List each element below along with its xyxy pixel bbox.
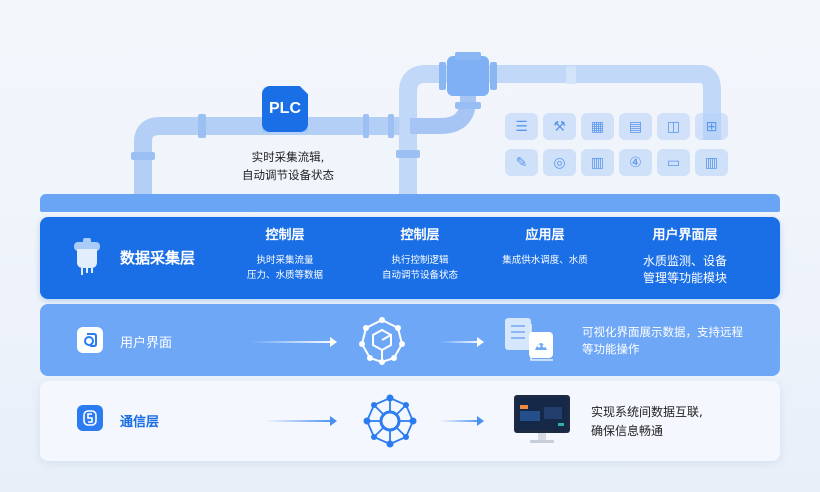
communication-icon <box>77 405 103 431</box>
column-heading: 用户界面层 <box>652 228 718 243</box>
cube-network-icon <box>359 317 405 365</box>
document-list-icon: ☰ <box>505 113 538 140</box>
device-icon-grid: ☰⚒▦▤◫⊞✎◎▥④▭▥ <box>505 113 728 176</box>
description-line: 确保信息畅通 <box>591 424 664 438</box>
layer-title: 用户界面 <box>120 336 173 351</box>
column-desc: 压力、水质等数据 <box>246 270 323 281</box>
layer-description: 可视化界面展示数据，支持远程 等功能操作 <box>582 324 782 358</box>
plc-label: PLC <box>269 100 301 117</box>
column-heading: 应用层 <box>525 228 565 243</box>
valve-body <box>447 56 489 96</box>
flange <box>388 114 394 138</box>
flange <box>396 150 420 158</box>
layer-column: 控制层 执时采集流量 压力、水质等数据 <box>220 227 350 283</box>
wrench-icon: ✎ <box>505 149 538 176</box>
hub-network-icon <box>363 394 417 448</box>
layer-title: 数据采集层 <box>120 249 196 267</box>
description-line: 等功能操作 <box>582 342 640 356</box>
monitor-dashboard-icon <box>514 395 570 443</box>
building-icon: ▥ <box>695 149 728 176</box>
plc-caption-line: 自动调节设备状态 <box>242 168 334 182</box>
flange <box>198 114 206 138</box>
user-interface-icon <box>77 327 103 353</box>
description-line: 可视化界面展示数据，支持远程 <box>582 325 743 339</box>
flow-arrow <box>440 416 484 426</box>
bag-icon: ⊞ <box>695 113 728 140</box>
column-desc: 管理等功能模块 <box>642 271 727 285</box>
communication-layer: 通信层 实现系统间数据互联, <box>40 381 780 461</box>
valve-flange-right <box>490 62 497 90</box>
camera-icon: ◎ <box>543 149 576 176</box>
column-desc: 执行控制逻辑 <box>391 255 449 266</box>
plc-caption-line: 实时采集流辑, <box>251 150 325 164</box>
valve-bottom <box>455 102 481 109</box>
flange <box>363 114 369 138</box>
layer-column: 控制层 执行控制逻辑 自动调节设备状态 <box>355 227 485 283</box>
flow-arrow <box>440 337 484 347</box>
sensor-plug-icon <box>74 238 100 275</box>
plc-caption: 实时采集流辑, 自动调节设备状态 <box>228 148 348 184</box>
gauge-icon: ◫ <box>657 113 690 140</box>
cabinet-icon: ▥ <box>581 149 614 176</box>
flow-arrow <box>265 416 337 426</box>
column-desc: 自动调节设备状态 <box>381 270 458 281</box>
water-drop-icon: ④ <box>619 149 652 176</box>
column-desc: 执时采集流量 <box>256 255 314 266</box>
column-heading: 控制层 <box>400 228 440 243</box>
pipeline-illustration <box>131 52 721 194</box>
layer-column: 应用层 集成供水调度、水质 <box>480 227 610 268</box>
user-interface-layer: 用户界面 可视化界面展示数据，支持远程 <box>40 304 780 376</box>
pipe-left <box>134 117 400 194</box>
pipe-elbow <box>410 82 476 134</box>
column-desc: 水质监测、设备 <box>642 254 727 268</box>
column-desc: 集成供水调度、水质 <box>502 255 588 266</box>
flow-arrow <box>250 337 337 347</box>
data-collection-layer: 数据采集层 控制层 执时采集流量 压力、水质等数据 控制层 执行控制逻辑 自动调… <box>40 217 780 299</box>
column-heading: 控制层 <box>265 228 305 243</box>
monitor-chart-icon: ▭ <box>657 149 690 176</box>
file-icon: ▤ <box>619 113 652 140</box>
layer-description: 实现系统间数据互联, 确保信息畅通 <box>591 403 703 441</box>
flange <box>131 152 155 160</box>
server-rack-icon: ▦ <box>581 113 614 140</box>
plc-badge: PLC <box>262 86 308 132</box>
valve-top <box>455 52 481 60</box>
layer-column: 用户界面层 水质监测、设备 管理等功能模块 <box>620 227 750 287</box>
flange <box>566 66 576 84</box>
description-line: 实现系统间数据互联, <box>591 405 703 419</box>
pipeline-base-bar <box>40 194 780 212</box>
document-dashboard-icon <box>505 318 553 361</box>
layer-title: 通信层 <box>120 415 160 430</box>
valve-flange-left <box>439 62 446 90</box>
pipe-riser <box>399 65 721 194</box>
tools-icon: ⚒ <box>543 113 576 140</box>
